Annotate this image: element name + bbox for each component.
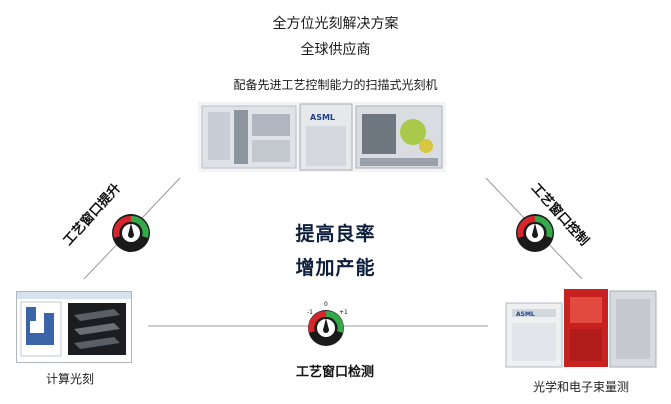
gauge-label-minus: -1 <box>307 309 313 316</box>
gauge-right-icon <box>516 214 554 252</box>
computational-lithography-image <box>16 291 132 363</box>
gauge-label-zero: 0 <box>324 301 328 308</box>
center-slogan-yield: 提高良率 <box>295 223 376 245</box>
top-machine-brand: ASML <box>310 113 335 122</box>
gauge-left-icon <box>112 214 150 252</box>
gauge-bottom-icon: -1 0 +1 <box>307 301 348 346</box>
header-title: 全方位光刻解决方案 <box>272 16 399 32</box>
center-slogan-capacity: 增加产能 <box>295 257 376 279</box>
machine-caption: 配备先进工艺控制能力的扫描式光刻机 <box>233 78 438 92</box>
metrology-tools-image: ASML <box>505 289 657 368</box>
edge-label-window-inspect: 工艺窗口检测 <box>295 365 374 380</box>
scanner-machine-image: ASML <box>198 102 446 172</box>
caption-computational-lithography: 计算光刻 <box>46 372 95 386</box>
right-machine-brand: ASML <box>516 311 535 318</box>
gauge-label-plus: +1 <box>339 309 348 316</box>
caption-optical-ebeam-metrology: 光学和电子束量测 <box>533 380 630 394</box>
header-subtitle: 全球供应商 <box>300 42 371 58</box>
